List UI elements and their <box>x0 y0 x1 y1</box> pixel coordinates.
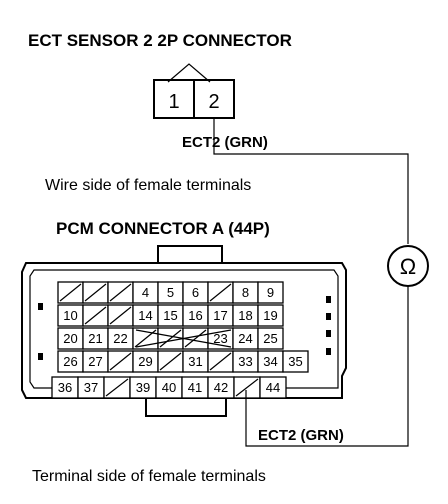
pcm-terminal-37: 37 <box>84 380 98 395</box>
empty-terminal-mark <box>159 352 182 371</box>
pcm-terminal-34: 34 <box>263 354 277 369</box>
pcm-terminal-25: 25 <box>263 331 277 346</box>
pcm-terminal-17: 17 <box>213 308 227 323</box>
pcm-terminal-31: 31 <box>188 354 202 369</box>
pcm-terminal-39: 39 <box>136 380 150 395</box>
empty-terminal-mark <box>209 283 232 302</box>
ect-connector-caption: Wire side of female terminals <box>45 177 251 194</box>
pcm-terminal-42: 42 <box>214 380 228 395</box>
ect-test-lead <box>213 118 409 244</box>
pcm-terminal-36: 36 <box>58 380 72 395</box>
pcm-terminal-22: 22 <box>113 331 127 346</box>
pcm-terminal-44: 44 <box>266 380 280 395</box>
pcm-terminal-cell <box>257 281 284 304</box>
pcm-terminal-35: 35 <box>288 354 302 369</box>
pcm-terminal-40: 40 <box>162 380 176 395</box>
pcm-terminal-6: 6 <box>192 285 199 300</box>
ect-pin-1: 1 <box>168 91 179 113</box>
empty-terminal-mark <box>235 378 259 397</box>
ect-connector-title: ECT SENSOR 2 2P CONNECTOR <box>28 31 292 50</box>
center-key-mark <box>135 329 232 348</box>
empty-terminal-mark <box>109 283 132 302</box>
empty-terminal-mark <box>184 329 207 348</box>
empty-terminal-mark <box>109 352 132 371</box>
pcm-terminal-24: 24 <box>238 331 252 346</box>
pcm-terminal-19: 19 <box>263 308 277 323</box>
pcm-terminal-16: 16 <box>188 308 202 323</box>
pcm-wire-label: ECT2 (GRN) <box>258 427 344 444</box>
pcm-terminal-10: 10 <box>63 308 77 323</box>
pcm-terminal-27: 27 <box>88 354 102 369</box>
empty-terminal-mark <box>105 378 129 397</box>
pcm-terminal-9: 9 <box>267 285 274 300</box>
pcm-connector-title: PCM CONNECTOR A (44P) <box>56 219 270 238</box>
ohmmeter-symbol: Ω <box>400 254 416 279</box>
pcm-terminal-4: 4 <box>142 285 149 300</box>
empty-terminal-mark <box>109 306 132 325</box>
pcm-terminal-18: 18 <box>238 308 252 323</box>
empty-terminal-mark <box>159 329 182 348</box>
pcm-terminal-21: 21 <box>88 331 102 346</box>
pcm-terminal-14: 14 <box>138 308 152 323</box>
ect-pin-2: 2 <box>208 91 219 113</box>
test-wiring: Ω <box>213 118 429 447</box>
empty-terminal-mark <box>209 352 232 371</box>
pcm-terminal-cell <box>282 350 309 373</box>
ect-connector-body: 1 2 <box>153 63 235 119</box>
pcm-test-lead <box>245 286 409 447</box>
empty-terminal-mark <box>84 283 107 302</box>
empty-terminal-mark <box>84 306 107 325</box>
pcm-terminal-cell <box>259 376 287 399</box>
ect-latch-icon <box>167 63 211 83</box>
pcm-terminal-8: 8 <box>242 285 249 300</box>
pcm-terminal-20: 20 <box>63 331 77 346</box>
pcm-terminal-15: 15 <box>163 308 177 323</box>
pcm-terminal-23: 23 <box>213 331 227 346</box>
pcm-terminal-grid: 4 5 6 8 9 10 14 15 16 17 18 19 20 21 22 23 24 25 26 27 29 31 3… <box>51 281 309 399</box>
pcm-terminal-26: 26 <box>63 354 77 369</box>
pcm-connector-caption: Terminal side of female terminals <box>32 468 266 485</box>
empty-terminal-mark <box>59 283 82 302</box>
pcm-terminal-29: 29 <box>138 354 152 369</box>
pcm-terminal-33: 33 <box>238 354 252 369</box>
pcm-terminal-cell <box>257 304 284 327</box>
pcm-terminal-41: 41 <box>188 380 202 395</box>
pcm-terminal-cell <box>257 327 284 350</box>
ect-wire-label: ECT2 (GRN) <box>182 134 268 151</box>
pcm-terminal-5: 5 <box>167 285 174 300</box>
